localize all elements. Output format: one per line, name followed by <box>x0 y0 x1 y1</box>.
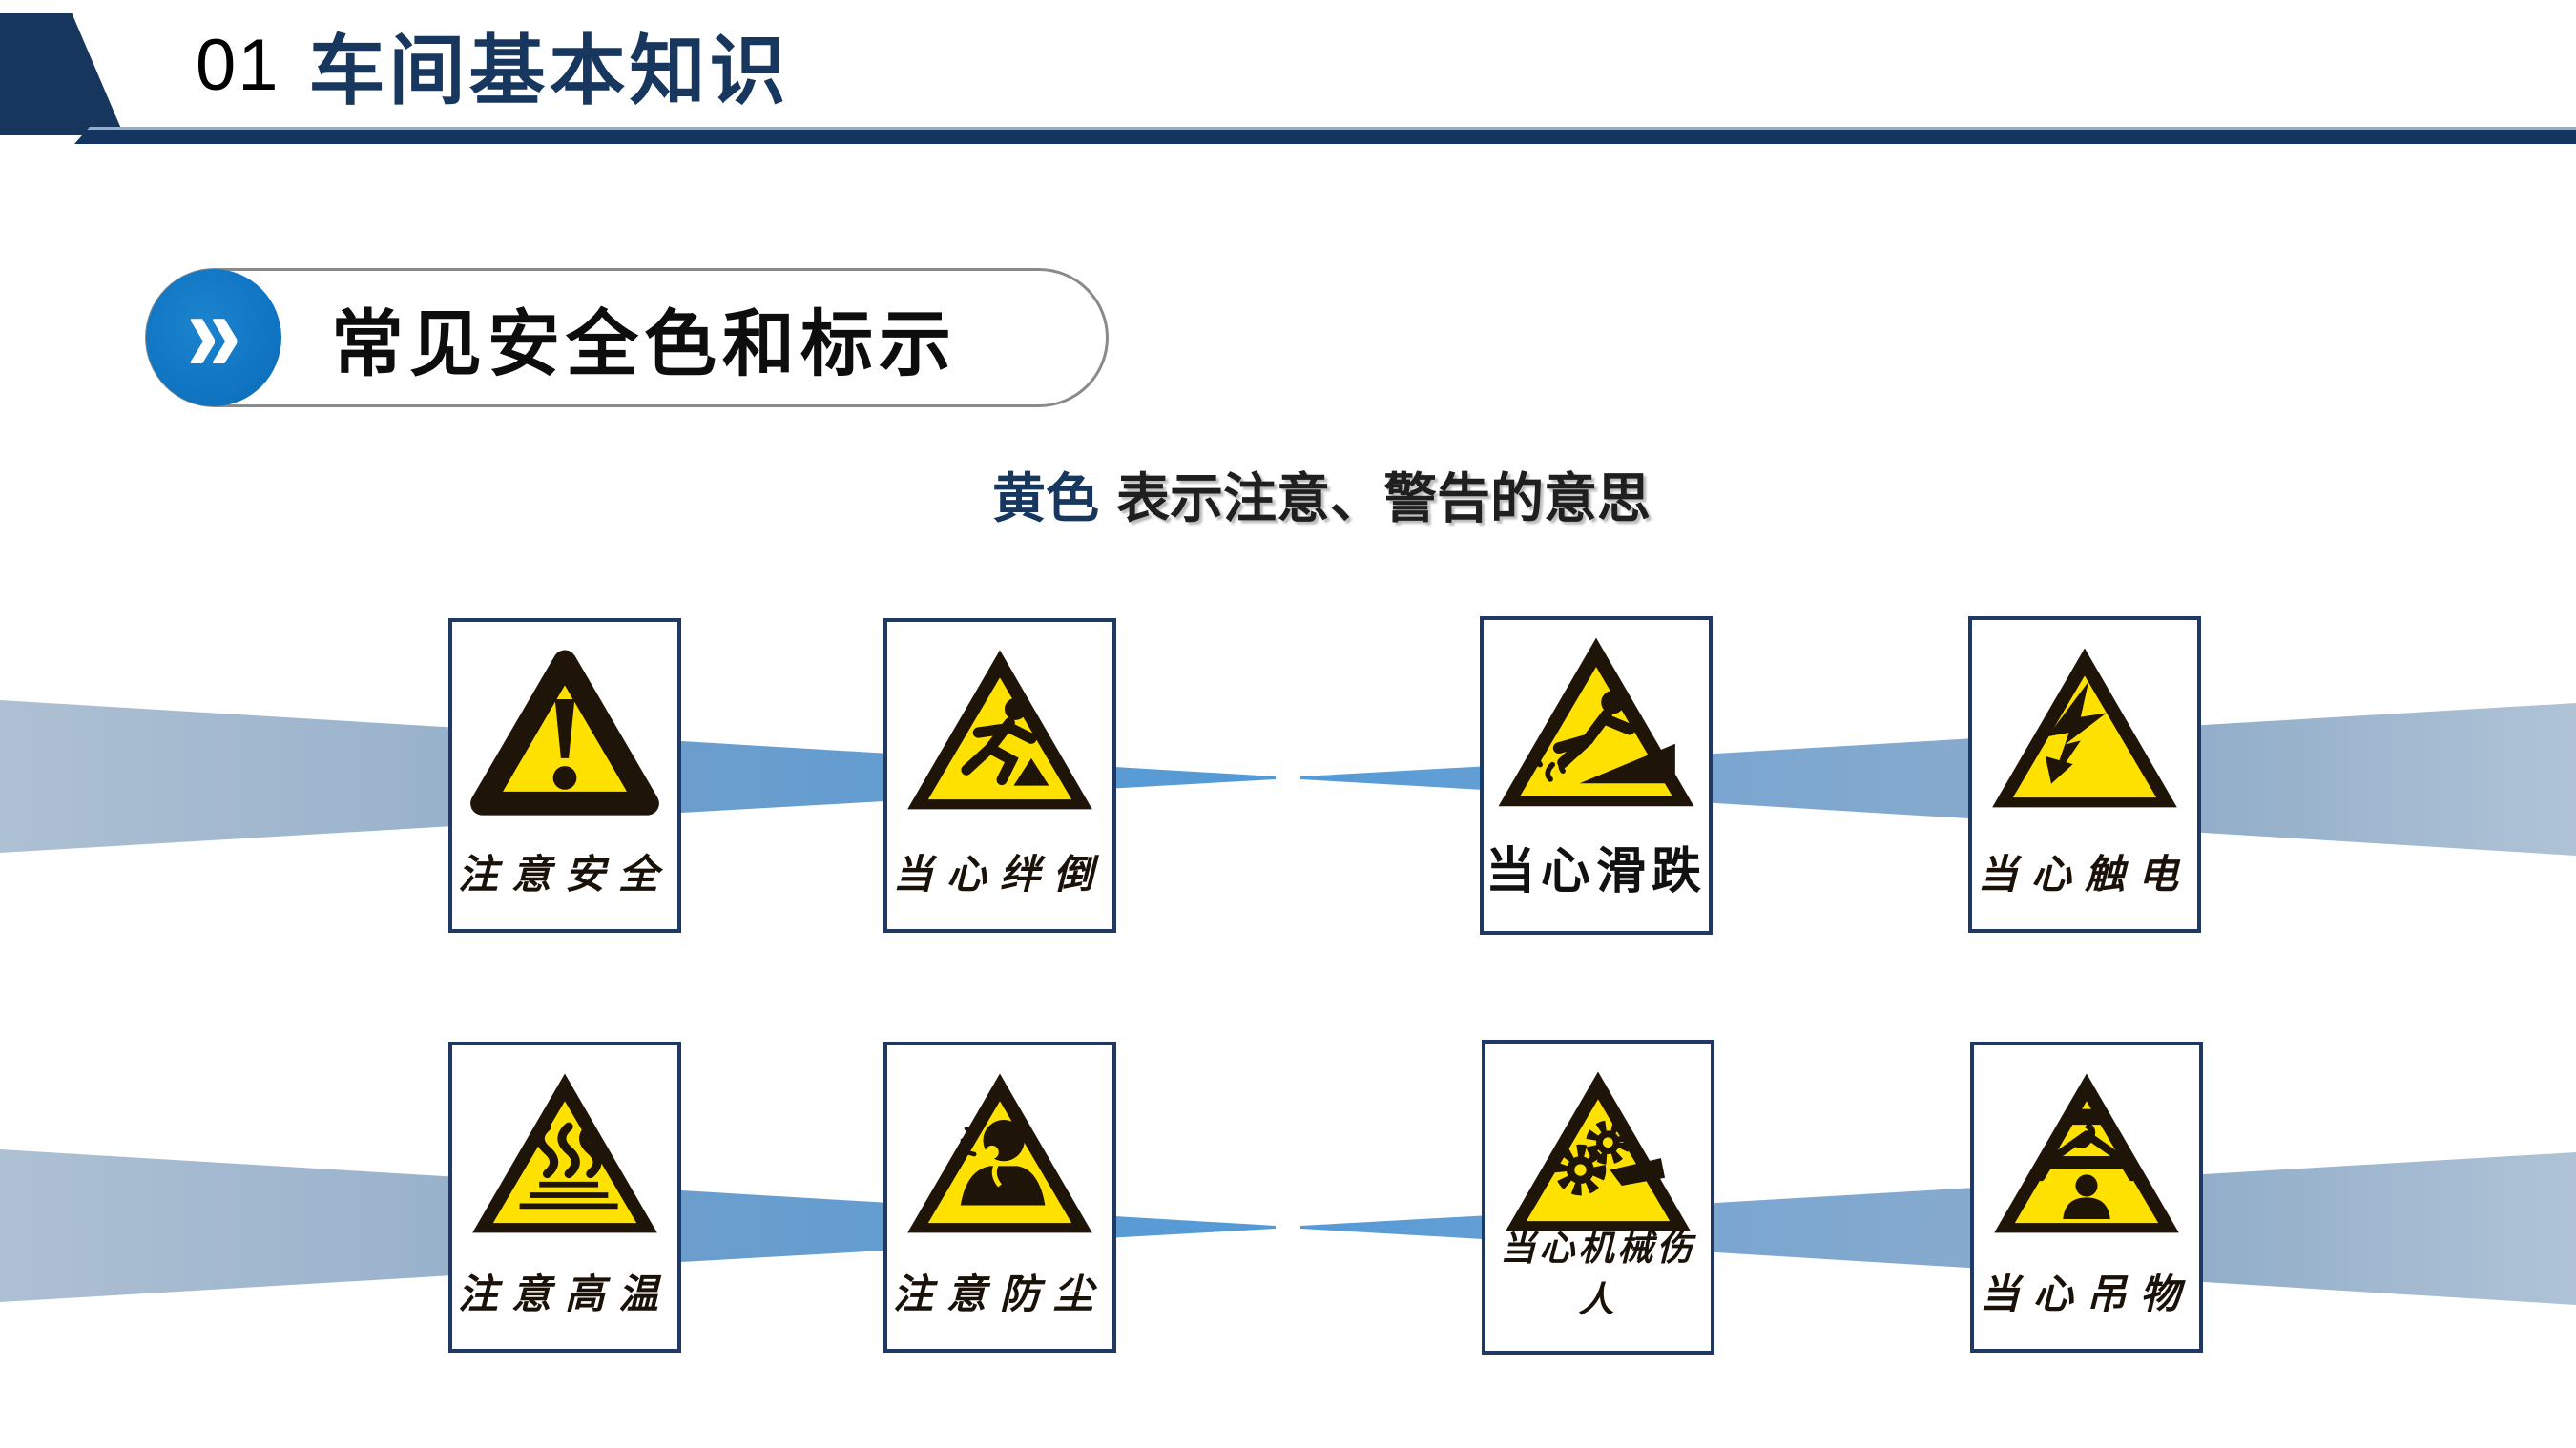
sign-label: 当心触电 <box>1977 851 2192 898</box>
sign-card-caution-dust: 注意防尘 <box>883 1042 1116 1353</box>
subtitle-text: 表示注意、警告的意思 <box>1116 468 1651 528</box>
sign-card-caution-mechanical-injury: 当心机械伤人 <box>1482 1040 1714 1355</box>
sign-label: 注意安全 <box>457 851 672 898</box>
sign-label: 当心绊倒 <box>892 851 1107 898</box>
sign-label: 当心吊物 <box>1979 1271 2193 1317</box>
sign-label: 注意高温 <box>457 1271 672 1317</box>
section-title: 常见安全色和标示 <box>331 305 957 385</box>
page-title: 车间基本知识 <box>308 29 790 114</box>
header-underline-bar <box>74 127 2576 144</box>
subtitle-highlight: 黄色 <box>992 468 1099 528</box>
slipping-person-triangle-icon <box>1498 637 1694 807</box>
section-title-pill: » 常见安全色和标示 <box>145 268 1109 407</box>
overhead-load-triangle-icon <box>1994 1073 2179 1233</box>
sign-card-caution-slipping: 当心滑跌 <box>1480 616 1713 935</box>
sign-label: 当心机械伤人 <box>1500 1227 1696 1320</box>
mechanical-injury-triangle-icon <box>1506 1071 1691 1231</box>
sign-label: 注意防尘 <box>892 1271 1107 1317</box>
tripping-person-triangle-icon <box>907 650 1092 810</box>
section-number: 01 <box>196 24 280 106</box>
electric-shock-triangle-icon <box>1992 648 2177 808</box>
sign-card-caution-high-temperature: 注意高温 <box>448 1042 681 1353</box>
sign-card-caution-electric-shock: 当心触电 <box>1968 616 2201 933</box>
section-badge: » <box>146 269 281 406</box>
dust-protection-triangle-icon <box>907 1073 1092 1233</box>
sign-card-caution-safety: 注意安全 <box>448 618 681 933</box>
header: 01 车间基本知识 <box>196 19 790 114</box>
sign-card-caution-tripping: 当心绊倒 <box>883 618 1116 933</box>
yellow-meaning-subtitle: 黄色表示注意、警告的意思 <box>992 456 1651 533</box>
sign-card-caution-overhead-load: 当心吊物 <box>1970 1042 2203 1353</box>
double-chevron-right-icon: » <box>186 269 241 397</box>
high-temperature-triangle-icon <box>472 1073 657 1233</box>
sign-label: 当心滑跌 <box>1485 844 1707 900</box>
exclamation-triangle-icon <box>470 650 659 816</box>
